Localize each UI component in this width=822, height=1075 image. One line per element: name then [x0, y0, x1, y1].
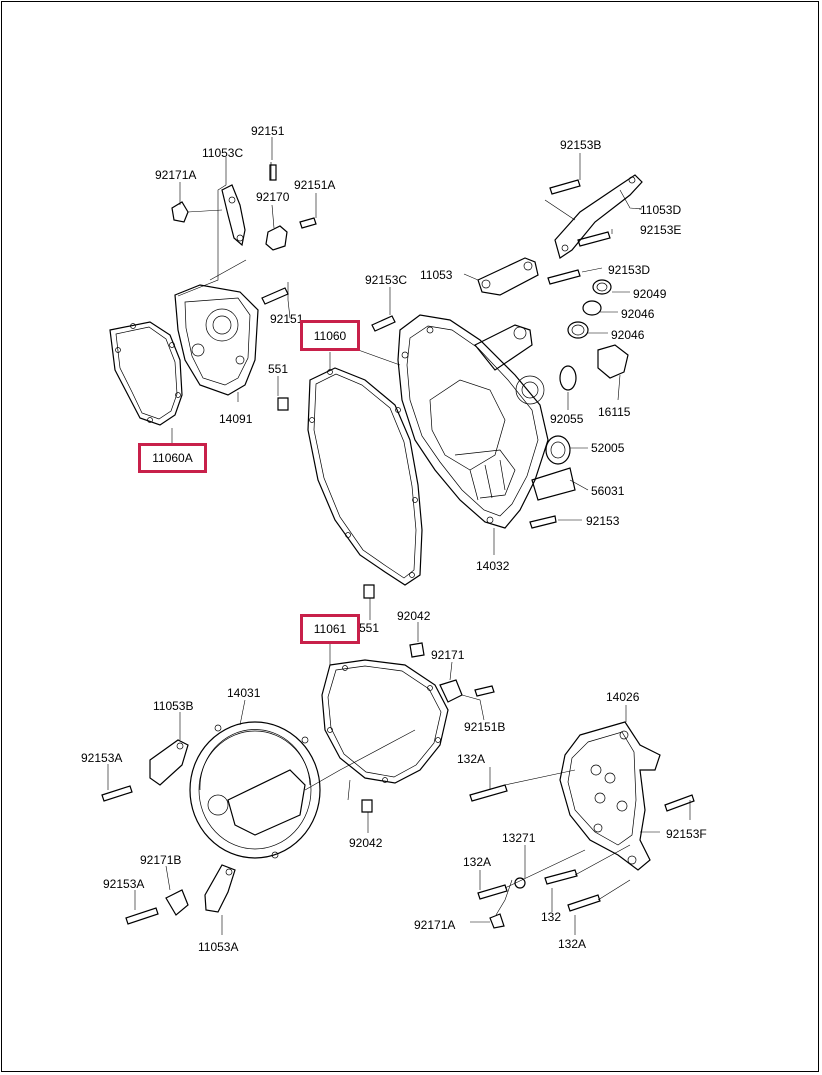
bracket-11053d-shape	[554, 174, 643, 259]
clip-92171a-top-shape	[171, 201, 189, 223]
label-92151-mid[interactable]: 92151	[270, 312, 304, 326]
pulser-cover-14091-shape	[174, 284, 259, 396]
label-14032[interactable]: 14032	[476, 559, 510, 573]
label-56031[interactable]: 56031	[591, 484, 625, 498]
label-92153a-bot[interactable]: 92153A	[103, 877, 145, 891]
label-13271[interactable]: 13271	[502, 831, 536, 845]
label-14026[interactable]: 14026	[606, 690, 640, 704]
guard-14026-shape	[559, 721, 661, 871]
label-11053a[interactable]: 11053A	[198, 940, 239, 954]
label-11053[interactable]: 11053	[420, 268, 453, 282]
highlight-label-11061: 11061	[313, 622, 347, 636]
bolts-bottom-right	[469, 784, 695, 929]
label-92046-b[interactable]: 92046	[611, 328, 645, 342]
dowels-middle	[361, 584, 425, 813]
label-92171b[interactable]: 92171B	[140, 853, 182, 867]
highlight-label-11060a: 11060A	[152, 451, 193, 465]
label-92171a-top[interactable]: 92171A	[155, 168, 197, 182]
generator-cover-14031-shape	[189, 721, 321, 859]
label-551-a[interactable]: 551	[268, 362, 289, 376]
label-132a-a[interactable]: 132A	[457, 752, 486, 766]
label-92049[interactable]: 92049	[633, 287, 667, 301]
highlight-box-11060a[interactable]: 11060A	[138, 443, 207, 473]
bracket-11053-shape	[477, 257, 539, 296]
label-92153f[interactable]: 92153F	[666, 827, 707, 841]
damper-92170-shape	[265, 225, 288, 251]
bolts-bottom-left	[101, 685, 495, 925]
label-92153[interactable]: 92153	[586, 514, 620, 528]
label-92042-top[interactable]: 92042	[397, 609, 431, 623]
gasket-11061-shape	[321, 659, 449, 784]
label-132[interactable]: 132	[541, 910, 562, 924]
bracket-11053c-shape	[221, 184, 246, 247]
label-92170[interactable]: 92170	[256, 190, 290, 204]
highlight-label-11060: 11060	[313, 328, 347, 343]
label-92055[interactable]: 92055	[550, 412, 584, 426]
label-11053d[interactable]: 11053D	[640, 203, 682, 217]
label-92153e[interactable]: 92153E	[640, 223, 682, 237]
label-52005[interactable]: 52005	[591, 441, 625, 455]
bracket-11053b-shape	[149, 739, 189, 786]
label-92153b[interactable]: 92153B	[560, 138, 602, 152]
label-16115[interactable]: 16115	[598, 405, 631, 419]
leader-lines	[107, 137, 691, 935]
label-92151-top[interactable]: 92151	[251, 124, 285, 138]
bracket-11053a-shape	[204, 864, 236, 913]
gasket-11060-shape	[307, 367, 423, 586]
highlight-box-11060[interactable]: 11060	[300, 320, 360, 351]
label-92153c[interactable]: 92153C	[365, 273, 408, 287]
label-11053c[interactable]: 11053C	[202, 146, 244, 160]
label-92046-a[interactable]: 92046	[621, 307, 655, 321]
label-92171a-bot[interactable]: 92171A	[414, 918, 456, 932]
seals-and-cap	[531, 279, 629, 501]
label-92151a[interactable]: 92151A	[294, 178, 336, 192]
bolts-topright	[371, 179, 611, 529]
label-92042-bot[interactable]: 92042	[349, 836, 383, 850]
label-14031[interactable]: 14031	[227, 686, 261, 700]
label-92171[interactable]: 92171	[431, 648, 465, 662]
label-11053b[interactable]: 11053B	[153, 699, 194, 713]
label-132a-b[interactable]: 132A	[463, 855, 492, 869]
label-92153d[interactable]: 92153D	[608, 263, 651, 277]
label-92151b[interactable]: 92151B	[464, 720, 506, 734]
label-14091[interactable]: 14091	[219, 412, 253, 426]
clutch-cover-14032-shape	[397, 314, 549, 529]
clips-bottom-left	[165, 679, 463, 916]
gasket-11060a-shape	[109, 321, 183, 426]
label-132a-c[interactable]: 132A	[558, 937, 587, 951]
label-92153a-left[interactable]: 92153A	[81, 751, 123, 765]
label-551-b[interactable]: 551	[359, 621, 380, 635]
highlight-box-11061[interactable]: 11061	[300, 614, 360, 644]
